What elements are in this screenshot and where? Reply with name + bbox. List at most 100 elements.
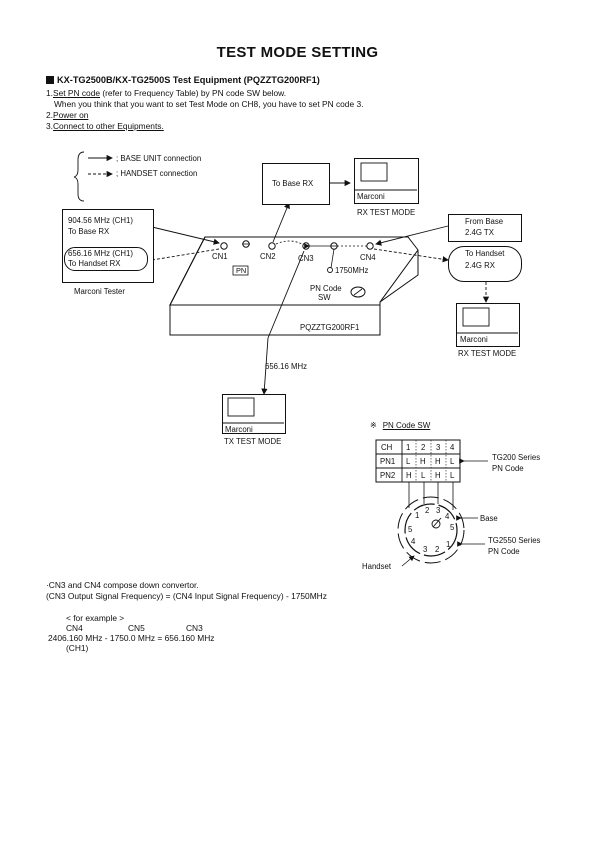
cell-ch-3: 3 xyxy=(436,443,441,452)
footer-ch: (CH1) xyxy=(66,643,89,653)
freq-656-label: 656.16 MHz xyxy=(265,362,308,371)
to-handset-line-1: To Handset xyxy=(465,249,505,258)
cn3-label: CN3 xyxy=(298,254,314,263)
pn-label: PN xyxy=(236,266,247,275)
cell-pn2-2: L xyxy=(421,471,426,480)
footer-col-cn3: CN3 xyxy=(186,623,203,633)
pn-sw-heading: ※ PN Code SW xyxy=(370,421,430,430)
step-1-number: 1. xyxy=(46,88,53,98)
tg2550-pn-code-label: PN Code xyxy=(488,547,520,556)
to-handset-pill xyxy=(448,246,522,282)
step-3-number: 3. xyxy=(46,121,53,131)
footer-col-cn4: CN4 xyxy=(66,623,83,633)
step-2: 2.Power on xyxy=(46,110,88,120)
legend-brace xyxy=(73,151,85,202)
tester-line-4: To Handset RX xyxy=(68,259,121,268)
dial-digit: 3 xyxy=(423,545,428,554)
handset-rx-pill xyxy=(64,247,148,271)
cell-ch: CH xyxy=(381,443,393,452)
cn2-connector xyxy=(268,242,276,250)
step-1-link: Set PN code xyxy=(53,88,101,98)
cell-ch-1: 1 xyxy=(406,443,411,452)
step-3-link: Connect to other Equipments. xyxy=(53,121,164,131)
dial-digit: 1 xyxy=(415,511,420,520)
dial-digit: 4 xyxy=(445,512,450,521)
cell-pn1-1: L xyxy=(406,457,411,466)
marconi-tester-label: Marconi Tester xyxy=(74,287,125,296)
dial-digit: 5 xyxy=(450,523,455,532)
cell-pn1-3: H xyxy=(435,457,441,466)
marconi-rx-top xyxy=(354,158,419,204)
cell-pn1-4: L xyxy=(450,457,455,466)
cell-pn2-4: L xyxy=(450,471,455,480)
dial-digit: 2 xyxy=(425,506,430,515)
to-handset-line-2: 2.4G RX xyxy=(465,261,495,270)
test-device-box xyxy=(169,236,419,336)
section-heading: KX-TG2500B/KX-TG2500S Test Equipment (PQ… xyxy=(46,75,320,85)
cell-ch-4: 4 xyxy=(450,443,455,452)
base-label: Base xyxy=(480,514,498,523)
cn4-label: CN4 xyxy=(360,253,376,262)
cell-pn1: PN1 xyxy=(380,457,396,466)
dial-digit: 4 xyxy=(411,537,416,546)
rx-test-mode-label: RX TEST MODE xyxy=(357,208,416,217)
cn4-connector xyxy=(366,242,374,250)
device-model-label: PQZZTG200RF1 xyxy=(300,323,360,332)
tx-test-mode-label: TX TEST MODE xyxy=(224,437,282,446)
tester-line-2: To Base RX xyxy=(68,227,110,236)
square-bullet-icon xyxy=(46,76,54,84)
legend-handset-label: ; HANDSET connection xyxy=(116,169,198,178)
marconi-tx-label: Marconi xyxy=(225,425,253,434)
step-3: 3.Connect to other Equipments. xyxy=(46,121,164,131)
section-heading-text: KX-TG2500B/KX-TG2500S Test Equipment (PQ… xyxy=(57,75,320,85)
tester-line-1: 904.56 MHz (CH1) xyxy=(68,216,133,225)
dial-digit: 5 xyxy=(408,525,413,534)
step-1: 1.Set PN code (refer to Frequency Table)… xyxy=(46,88,286,98)
mhz-1750-label: 1750MHz xyxy=(335,266,369,275)
pn-code-label: PN Code xyxy=(310,284,342,293)
pn-sw-heading-text: PN Code SW xyxy=(382,421,431,430)
cell-pn2-3: H xyxy=(435,471,441,480)
tg200-series-label: TG200 Series xyxy=(492,453,541,462)
footer-formula: (CN3 Output Signal Frequency) = (CN4 Inp… xyxy=(46,591,327,601)
step-2-link: Power on xyxy=(53,110,89,120)
step-2-number: 2. xyxy=(46,110,53,120)
dial-digit: 1 xyxy=(446,540,451,549)
footer-col-cn5: CN5 xyxy=(128,623,145,633)
cell-pn1-2: H xyxy=(420,457,426,466)
rx-test-mode-right-label: RX TEST MODE xyxy=(458,349,517,358)
sw-label: SW xyxy=(318,293,331,302)
dial-digit: 2 xyxy=(435,545,440,554)
cn1-label: CN1 xyxy=(212,252,228,261)
from-base-line-1: From Base xyxy=(465,217,504,226)
page-title: TEST MODE SETTING xyxy=(216,44,379,61)
handset-label: Handset xyxy=(362,562,392,571)
from-base-box xyxy=(448,214,522,242)
marconi-right-label: Marconi xyxy=(460,335,488,344)
step-1-note: When you think that you want to set Test… xyxy=(54,99,364,109)
to-base-rx-box xyxy=(262,163,330,205)
marconi-rx-right xyxy=(456,303,520,347)
marconi-tx-box xyxy=(222,394,286,434)
tg200-pn-code-label: PN Code xyxy=(492,464,524,473)
dial-digit: 3 xyxy=(436,506,441,515)
cell-ch-2: 2 xyxy=(421,443,426,452)
asterisk-icon: ※ xyxy=(370,421,377,430)
tester-line-3: 656.16 MHz (CH1) xyxy=(68,249,133,258)
cell-pn2-1: H xyxy=(406,471,412,480)
cn3-connector xyxy=(302,242,310,250)
footer-bullet: ·CN3 and CN4 compose down convertor. xyxy=(46,580,199,590)
marconi-label: Marconi xyxy=(357,192,385,201)
from-base-line-2: 2.4G TX xyxy=(465,228,494,237)
step-1-text: (refer to Frequency Table) by PN code SW… xyxy=(100,88,287,98)
footer-calc: 2406.160 MHz - 1750.0 MHz = 656.160 MHz xyxy=(48,633,215,643)
cn1-connector xyxy=(220,242,228,250)
tg2550-series-label: TG2550 Series xyxy=(488,536,541,545)
to-base-rx-label: To Base RX xyxy=(272,179,314,188)
cell-pn2: PN2 xyxy=(380,471,396,480)
rotary-dial xyxy=(404,503,458,557)
footer-example: < for example > xyxy=(66,613,125,623)
cn2-label: CN2 xyxy=(260,252,276,261)
legend-base-label: ; BASE UNIT connection xyxy=(116,154,202,163)
